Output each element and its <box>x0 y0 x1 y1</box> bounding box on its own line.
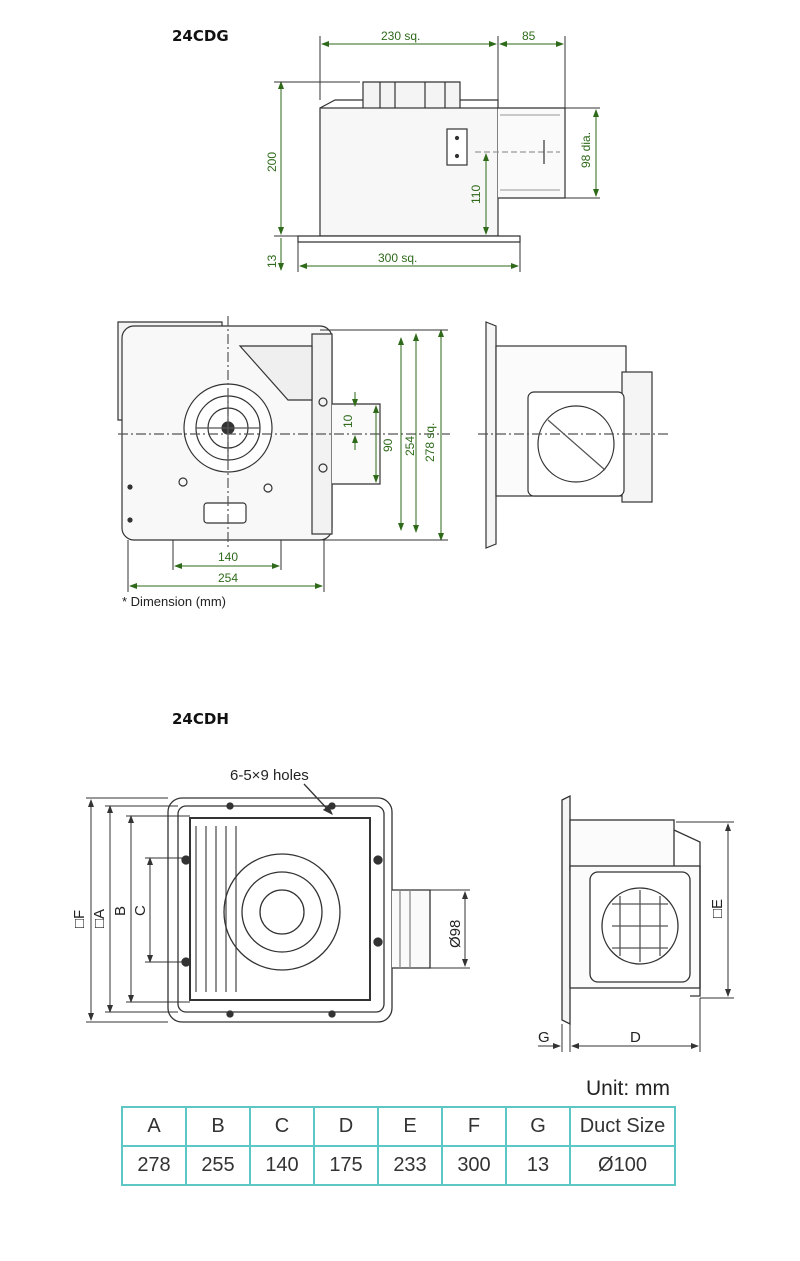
table-header-cell: D <box>313 1106 379 1147</box>
dim-278sq: 278 sq. <box>423 423 437 462</box>
dim-D: D <box>630 1029 641 1046</box>
cdh-side-dims <box>538 821 734 1052</box>
cdg-plan-view <box>117 316 450 548</box>
dim-duct-98: Ø98 <box>447 920 464 948</box>
table-row: 278 255 140 175 233 300 13 Ø100 <box>121 1145 676 1186</box>
dim-140: 140 <box>218 550 238 564</box>
dim-85: 85 <box>522 29 536 43</box>
table-header-cell: C <box>249 1106 315 1147</box>
dim-10: 10 <box>341 414 355 428</box>
dim-F: □F <box>71 910 88 928</box>
dimension-note: * Dimension (mm) <box>122 594 227 609</box>
table-header-cell: A <box>121 1106 187 1147</box>
table-cell: 278 <box>121 1145 187 1186</box>
dim-A: □A <box>91 909 108 928</box>
table-cell: 13 <box>505 1145 571 1186</box>
table-header-cell: B <box>185 1106 251 1147</box>
table-header-cell: E <box>377 1106 443 1147</box>
dim-13: 13 <box>265 254 279 268</box>
cdh-plan-view <box>167 783 431 1023</box>
dim-B: B <box>112 906 129 916</box>
cdg-end-view <box>478 321 670 549</box>
cdh-side-view <box>561 794 701 1026</box>
dim-E: □E <box>709 899 726 918</box>
table-cell: 255 <box>185 1145 251 1186</box>
model-title-24cdg: 24CDG <box>172 27 229 45</box>
dim-110: 110 <box>469 185 483 204</box>
table-cell: 140 <box>249 1145 315 1186</box>
table-cell: Ø100 <box>569 1145 676 1186</box>
cdg-side-view <box>297 81 566 243</box>
table-cell: 300 <box>441 1145 507 1186</box>
table-header-row: A B C D E F G Duct Size <box>121 1106 676 1147</box>
dim-G: G <box>538 1029 550 1046</box>
cdg-plan-dims <box>127 329 448 592</box>
table-header-cell: Duct Size <box>569 1106 676 1147</box>
dim-98dia: 98 dia. <box>579 132 593 168</box>
cdh-plan-dims <box>86 797 470 1023</box>
table-header-cell: G <box>505 1106 571 1147</box>
dim-90: 90 <box>381 438 395 452</box>
table-cell: 175 <box>313 1145 379 1186</box>
unit-label: Unit: mm <box>586 1077 670 1100</box>
dim-200: 200 <box>265 152 279 172</box>
dim-254-vertical: 254 <box>403 436 417 456</box>
holes-label: 6-5×9 holes <box>230 767 309 784</box>
cdg-side-dims <box>274 36 600 272</box>
table-cell: 233 <box>377 1145 443 1186</box>
spec-table: A B C D E F G Duct Size 278 255 140 175 … <box>121 1106 676 1186</box>
table-header-cell: F <box>441 1106 507 1147</box>
dim-300sq: 300 sq. <box>378 251 417 265</box>
model-title-24cdh: 24CDH <box>172 710 229 728</box>
dim-C: C <box>132 905 149 916</box>
dim-254-horizontal: 254 <box>218 571 238 585</box>
dim-230sq: 230 sq. <box>381 29 420 43</box>
